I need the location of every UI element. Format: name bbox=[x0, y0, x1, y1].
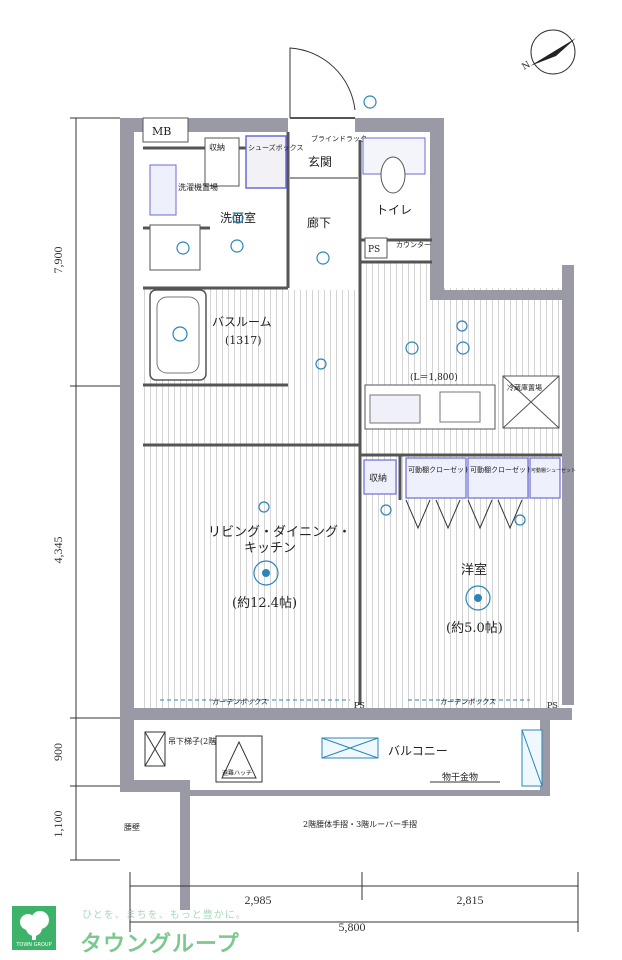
rail-note: 2階腰体手摺・3階ルーバー手摺 bbox=[303, 819, 417, 829]
western-label: 洋室 bbox=[461, 562, 487, 578]
dim-bottom-right: 2,815 bbox=[457, 893, 484, 907]
walls bbox=[120, 118, 574, 910]
toilet-label: トイレ bbox=[376, 203, 412, 217]
company-logo: TOWN GROUP ひとを、まちを、もっと豊かに。 タウングループ bbox=[10, 904, 260, 957]
counter-label: カウンター bbox=[396, 240, 431, 249]
entrance-label: 玄関 bbox=[308, 154, 332, 169]
shoe-storage: 収納 シューズボックス bbox=[204, 135, 303, 189]
blind-rack-label: ブラインドラック bbox=[311, 134, 367, 143]
fridge-label: 冷蔵庫置場 bbox=[507, 383, 542, 392]
washroom-label: 洗面室 bbox=[220, 210, 256, 225]
washroom: 洗濯機置場 洗面室 bbox=[149, 164, 256, 271]
light-markers bbox=[172, 95, 526, 526]
ldk-label-2: キッチン bbox=[244, 541, 296, 556]
logo-company: タウングループ bbox=[80, 932, 240, 957]
dim-bottom-total: 5,800 bbox=[339, 920, 366, 934]
laundry-label: 洗濯機置場 bbox=[178, 182, 218, 192]
ladder-label: 吊下梯子(2階のみ) bbox=[168, 736, 235, 746]
ldk-light-icon bbox=[253, 560, 279, 586]
storage-label: 収納 bbox=[369, 472, 387, 484]
dim-left-lower: 1,100 bbox=[51, 811, 65, 838]
bathroom: バスルーム (1317) bbox=[143, 289, 288, 387]
emblem-text: TOWN GROUP bbox=[16, 942, 52, 948]
storage-small-label: 収納 bbox=[209, 142, 225, 152]
bath-label: バスルーム bbox=[212, 315, 272, 329]
ldk-size: (約12.4帖) bbox=[232, 596, 297, 611]
tree-emblem-icon bbox=[12, 906, 56, 950]
balcony: 吊下梯子(2階のみ) 避難ハッチ バルコニー 物干金物 2階腰体手摺・3階ルーバ… bbox=[124, 729, 543, 832]
left-dimensions bbox=[70, 117, 120, 861]
bath-size: (1317) bbox=[225, 334, 262, 347]
drying-label: 物干金物 bbox=[442, 771, 478, 783]
kitchen-length: (L＝1,800) bbox=[410, 372, 458, 383]
western-size: (約5.0帖) bbox=[446, 621, 503, 636]
entrance-door bbox=[289, 47, 356, 119]
ps-label: PS bbox=[368, 245, 380, 255]
wall-side-label: 腰壁 bbox=[124, 822, 140, 832]
closet2-label: 可動棚クローゼット bbox=[470, 465, 533, 474]
mb-box: MB bbox=[142, 117, 189, 143]
dim-left-balcony: 900 bbox=[51, 743, 65, 761]
ps-counter: PS カウンター bbox=[364, 237, 431, 259]
curtain-boxes: カーテンボックス カーテンボックス PS PS bbox=[160, 698, 558, 710]
dim-left-total: 7,900 bbox=[51, 247, 65, 274]
mb-label: MB bbox=[152, 125, 171, 138]
ps-bottom-2: PS bbox=[547, 701, 558, 710]
closet3-label: 可動棚シューゼット bbox=[531, 467, 576, 474]
curtain-box-1: カーテンボックス bbox=[212, 698, 268, 706]
logo-tagline: ひとを、まちを、もっと豊かに。 bbox=[82, 910, 247, 921]
curtain-box-2: カーテンボックス bbox=[440, 698, 496, 706]
bottom-dimensions bbox=[129, 872, 579, 932]
kitchen-counter: (L＝1,800) 冷蔵庫置場 bbox=[364, 372, 560, 430]
north-arrow-icon: N bbox=[521, 29, 576, 75]
ps-bottom-1: PS bbox=[354, 701, 365, 710]
closets: 収納 可動棚クローゼット 可動棚クローゼット 可動棚シューゼット bbox=[363, 457, 576, 530]
balcony-label: バルコニー bbox=[388, 744, 448, 758]
ldk-label-1: リビング・ダイニング・ bbox=[208, 525, 351, 540]
toilet-room: トイレ bbox=[362, 137, 426, 217]
svg-text:N: N bbox=[521, 60, 533, 73]
western-light-icon bbox=[465, 585, 491, 611]
dim-left-mid: 4,345 bbox=[51, 537, 65, 564]
closet1-label: 可動棚クローゼット bbox=[408, 465, 471, 474]
shoes-box-label: シューズボックス bbox=[248, 143, 303, 152]
dim-bottom-left: 2,985 bbox=[245, 893, 272, 907]
evac-label: 避難ハッチ bbox=[222, 769, 252, 777]
corridor-label: 廊下 bbox=[307, 215, 331, 230]
